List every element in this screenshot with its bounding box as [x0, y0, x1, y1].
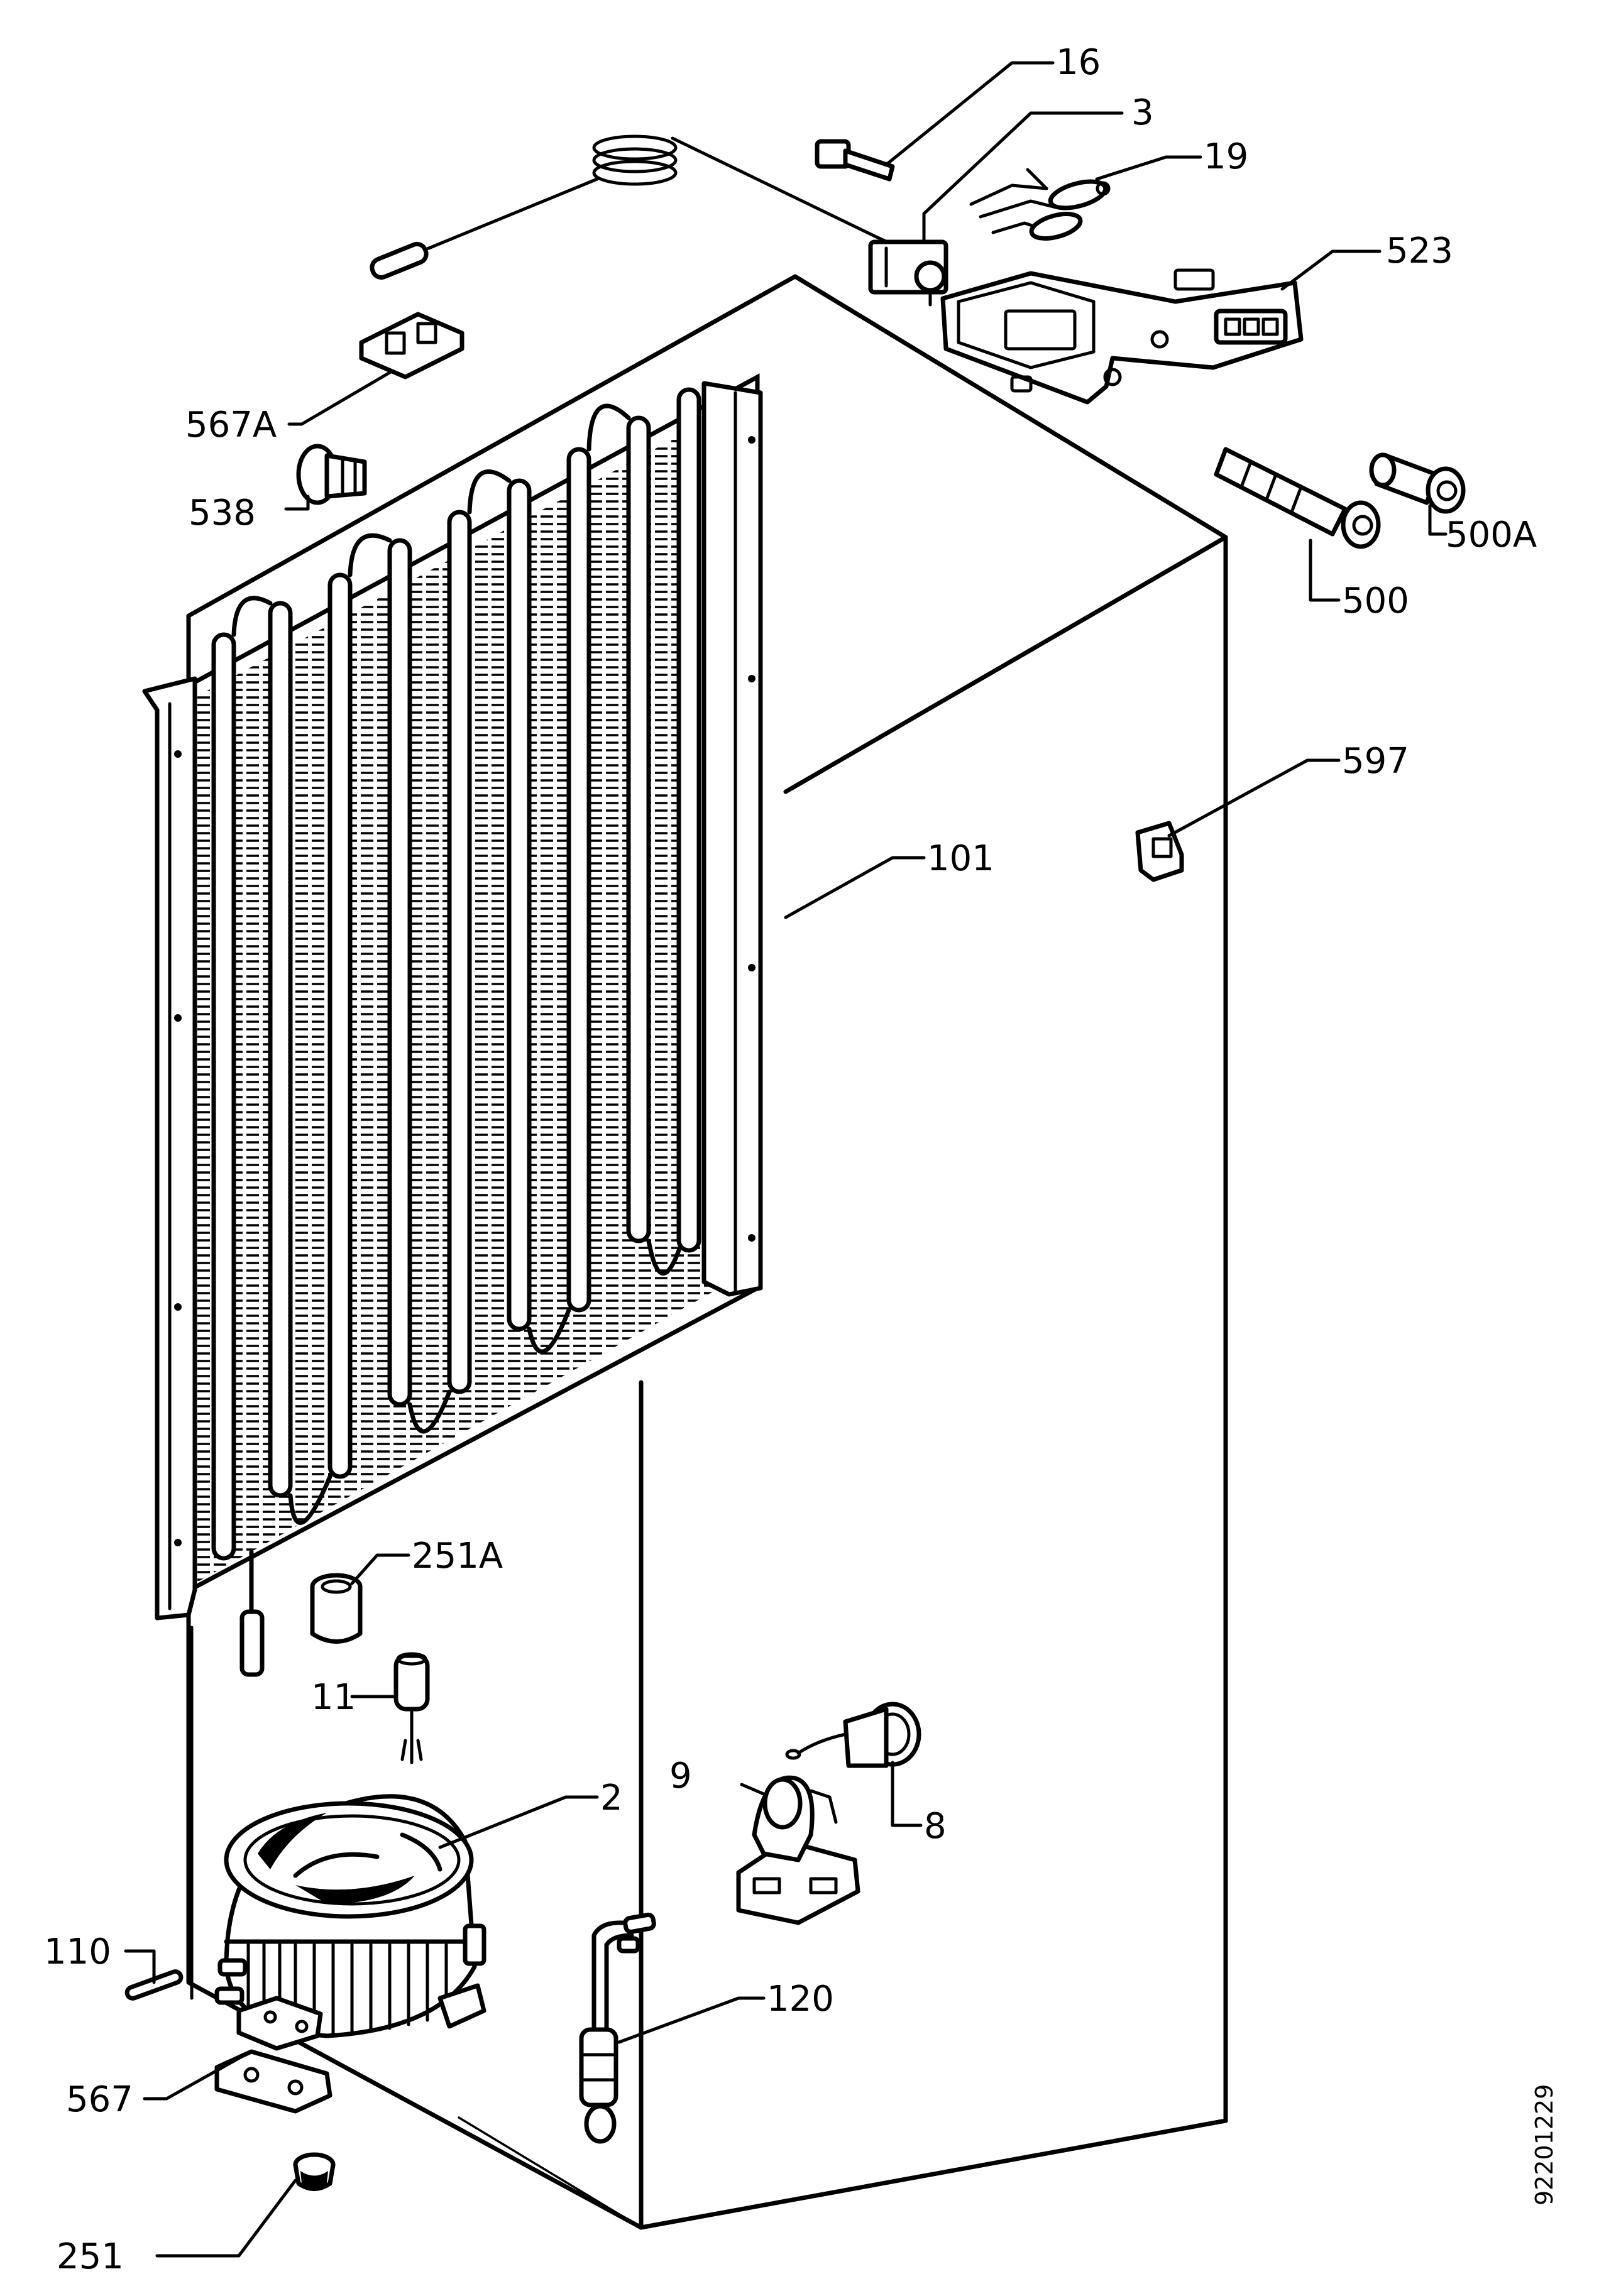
label-19: 19: [1204, 136, 1248, 177]
document-number: 92201229: [1530, 2084, 1558, 2206]
pin-110: [124, 1969, 184, 2001]
label-9: 9: [669, 1756, 692, 1796]
label-251a: 251A: [412, 1536, 503, 1577]
thermostat-capillary: [370, 134, 916, 280]
thermostat: [868, 239, 948, 307]
part-labels: 16 3 19 523 567A 538 500A 500 597 101 25…: [44, 42, 1537, 2277]
label-500a: 500A: [1446, 515, 1537, 555]
clip-538: [296, 444, 367, 505]
label-538: 538: [189, 493, 256, 533]
part-11: [393, 1652, 430, 1764]
thermostat-knob: [815, 139, 895, 182]
label-16: 16: [1056, 42, 1101, 83]
sensor-120: [579, 1912, 656, 2144]
compressor: [214, 1794, 486, 2114]
label-11: 11: [311, 1677, 356, 1718]
label-597: 597: [1342, 741, 1409, 782]
lamp-holder-wires: [969, 168, 1111, 241]
control-housing: [940, 268, 1304, 405]
label-8: 8: [924, 1806, 947, 1847]
label-567: 567: [66, 2079, 133, 2120]
label-3: 3: [1131, 92, 1154, 133]
grommet-251: [293, 2152, 336, 2191]
part-251a: [310, 1573, 363, 1644]
clip-597: [1135, 821, 1184, 882]
overload-8: [785, 1702, 921, 1768]
label-523: 523: [1386, 231, 1453, 271]
clip-567a: [359, 312, 464, 380]
label-251: 251: [57, 2236, 124, 2277]
bushing-500: [1214, 447, 1381, 549]
label-2: 2: [600, 1778, 623, 1818]
condenser: [142, 373, 763, 1677]
leader-lines: [124, 61, 1448, 2258]
relay-clip-9: [736, 1775, 860, 1925]
label-567a: 567A: [185, 405, 277, 446]
label-120: 120: [767, 1979, 834, 2020]
label-101: 101: [927, 838, 994, 879]
bushing-500a: [1369, 452, 1466, 514]
label-110: 110: [44, 1932, 111, 1972]
label-500: 500: [1342, 581, 1409, 621]
